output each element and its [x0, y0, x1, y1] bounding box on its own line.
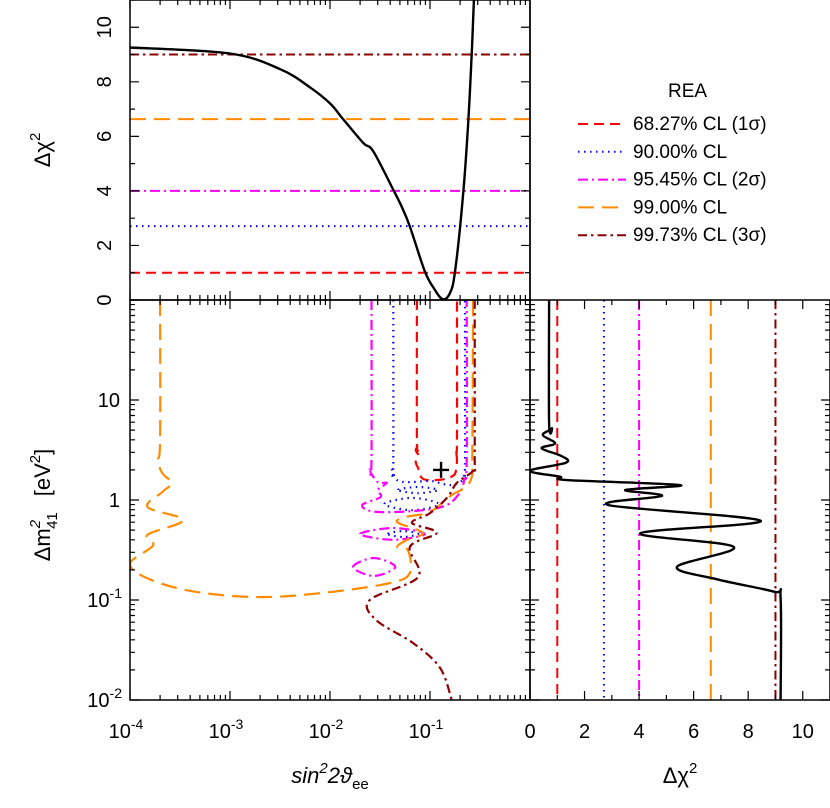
ytick-label: 1	[109, 490, 120, 512]
contour-9	[365, 300, 477, 700]
legend: REA 68.27% CL (1σ) 90.00% CL 95.45% CL (2σ…	[578, 81, 767, 246]
legend-label-3: 99.00% CL	[633, 197, 727, 218]
right-xtick-label: 10	[792, 721, 814, 743]
contour-panel	[130, 300, 477, 700]
top-ytick-label: 10	[94, 16, 116, 38]
top-ytick-label: 8	[94, 76, 116, 87]
contour-ylabel: Δm241[eV2]	[27, 449, 61, 562]
contour-7	[351, 556, 397, 578]
right-xtick-label: 6	[688, 721, 699, 743]
ytick-label: 10-2	[87, 685, 122, 712]
right-xtick-label: 0	[524, 721, 535, 743]
contour-xlabel: sin22ϑee	[291, 760, 369, 793]
xtick-label: 10-3	[209, 716, 244, 743]
xtick-label: 10-4	[109, 716, 144, 743]
contour-8	[130, 300, 475, 599]
right-xtick-label: 8	[743, 721, 754, 743]
right-chi2-curve	[530, 300, 783, 700]
top-ytick-label: 4	[94, 185, 116, 196]
axes: 0 2 4 6 8 10 10-4 10-3 10-2 10-1 10-2 10-1 1 10 0 2 4 6 8 1…	[27, 0, 830, 793]
contour-3	[383, 496, 441, 512]
top-ytick-label: 6	[94, 131, 116, 142]
best-fit-marker	[433, 461, 450, 478]
right-xlabel: Δχ2	[663, 760, 698, 788]
contour-2	[396, 485, 440, 495]
contour-frame	[129, 299, 531, 701]
top-frame	[129, 0, 531, 301]
top-ylabel: Δχ2	[27, 133, 55, 168]
contour-6	[358, 526, 427, 541]
contour-4	[386, 529, 420, 539]
right-xtick-label: 4	[634, 721, 645, 743]
xtick-label: 10-1	[409, 716, 444, 743]
contour-1	[391, 300, 467, 487]
legend-label-4: 99.73% CL (3σ)	[633, 225, 767, 246]
top-panel	[130, 0, 530, 300]
ytick-label: 10	[98, 390, 120, 412]
right-frame	[529, 299, 830, 701]
contour-5	[361, 300, 469, 514]
ytick-label: 10-1	[87, 585, 122, 612]
xtick-label: 10-2	[309, 716, 344, 743]
top-ytick-label: 0	[94, 294, 116, 305]
top-chi2-curve	[130, 0, 476, 300]
contour-0	[414, 300, 459, 482]
right-xtick-label: 2	[579, 721, 590, 743]
legend-label-1: 90.00% CL	[633, 142, 727, 163]
legend-title: REA	[668, 81, 707, 102]
top-ytick-label: 2	[94, 240, 116, 251]
tick-marks	[129, 0, 830, 701]
legend-label-0: 68.27% CL (1σ)	[633, 114, 767, 135]
legend-label-2: 95.45% CL (2σ)	[633, 170, 767, 191]
right-panel	[530, 300, 783, 700]
